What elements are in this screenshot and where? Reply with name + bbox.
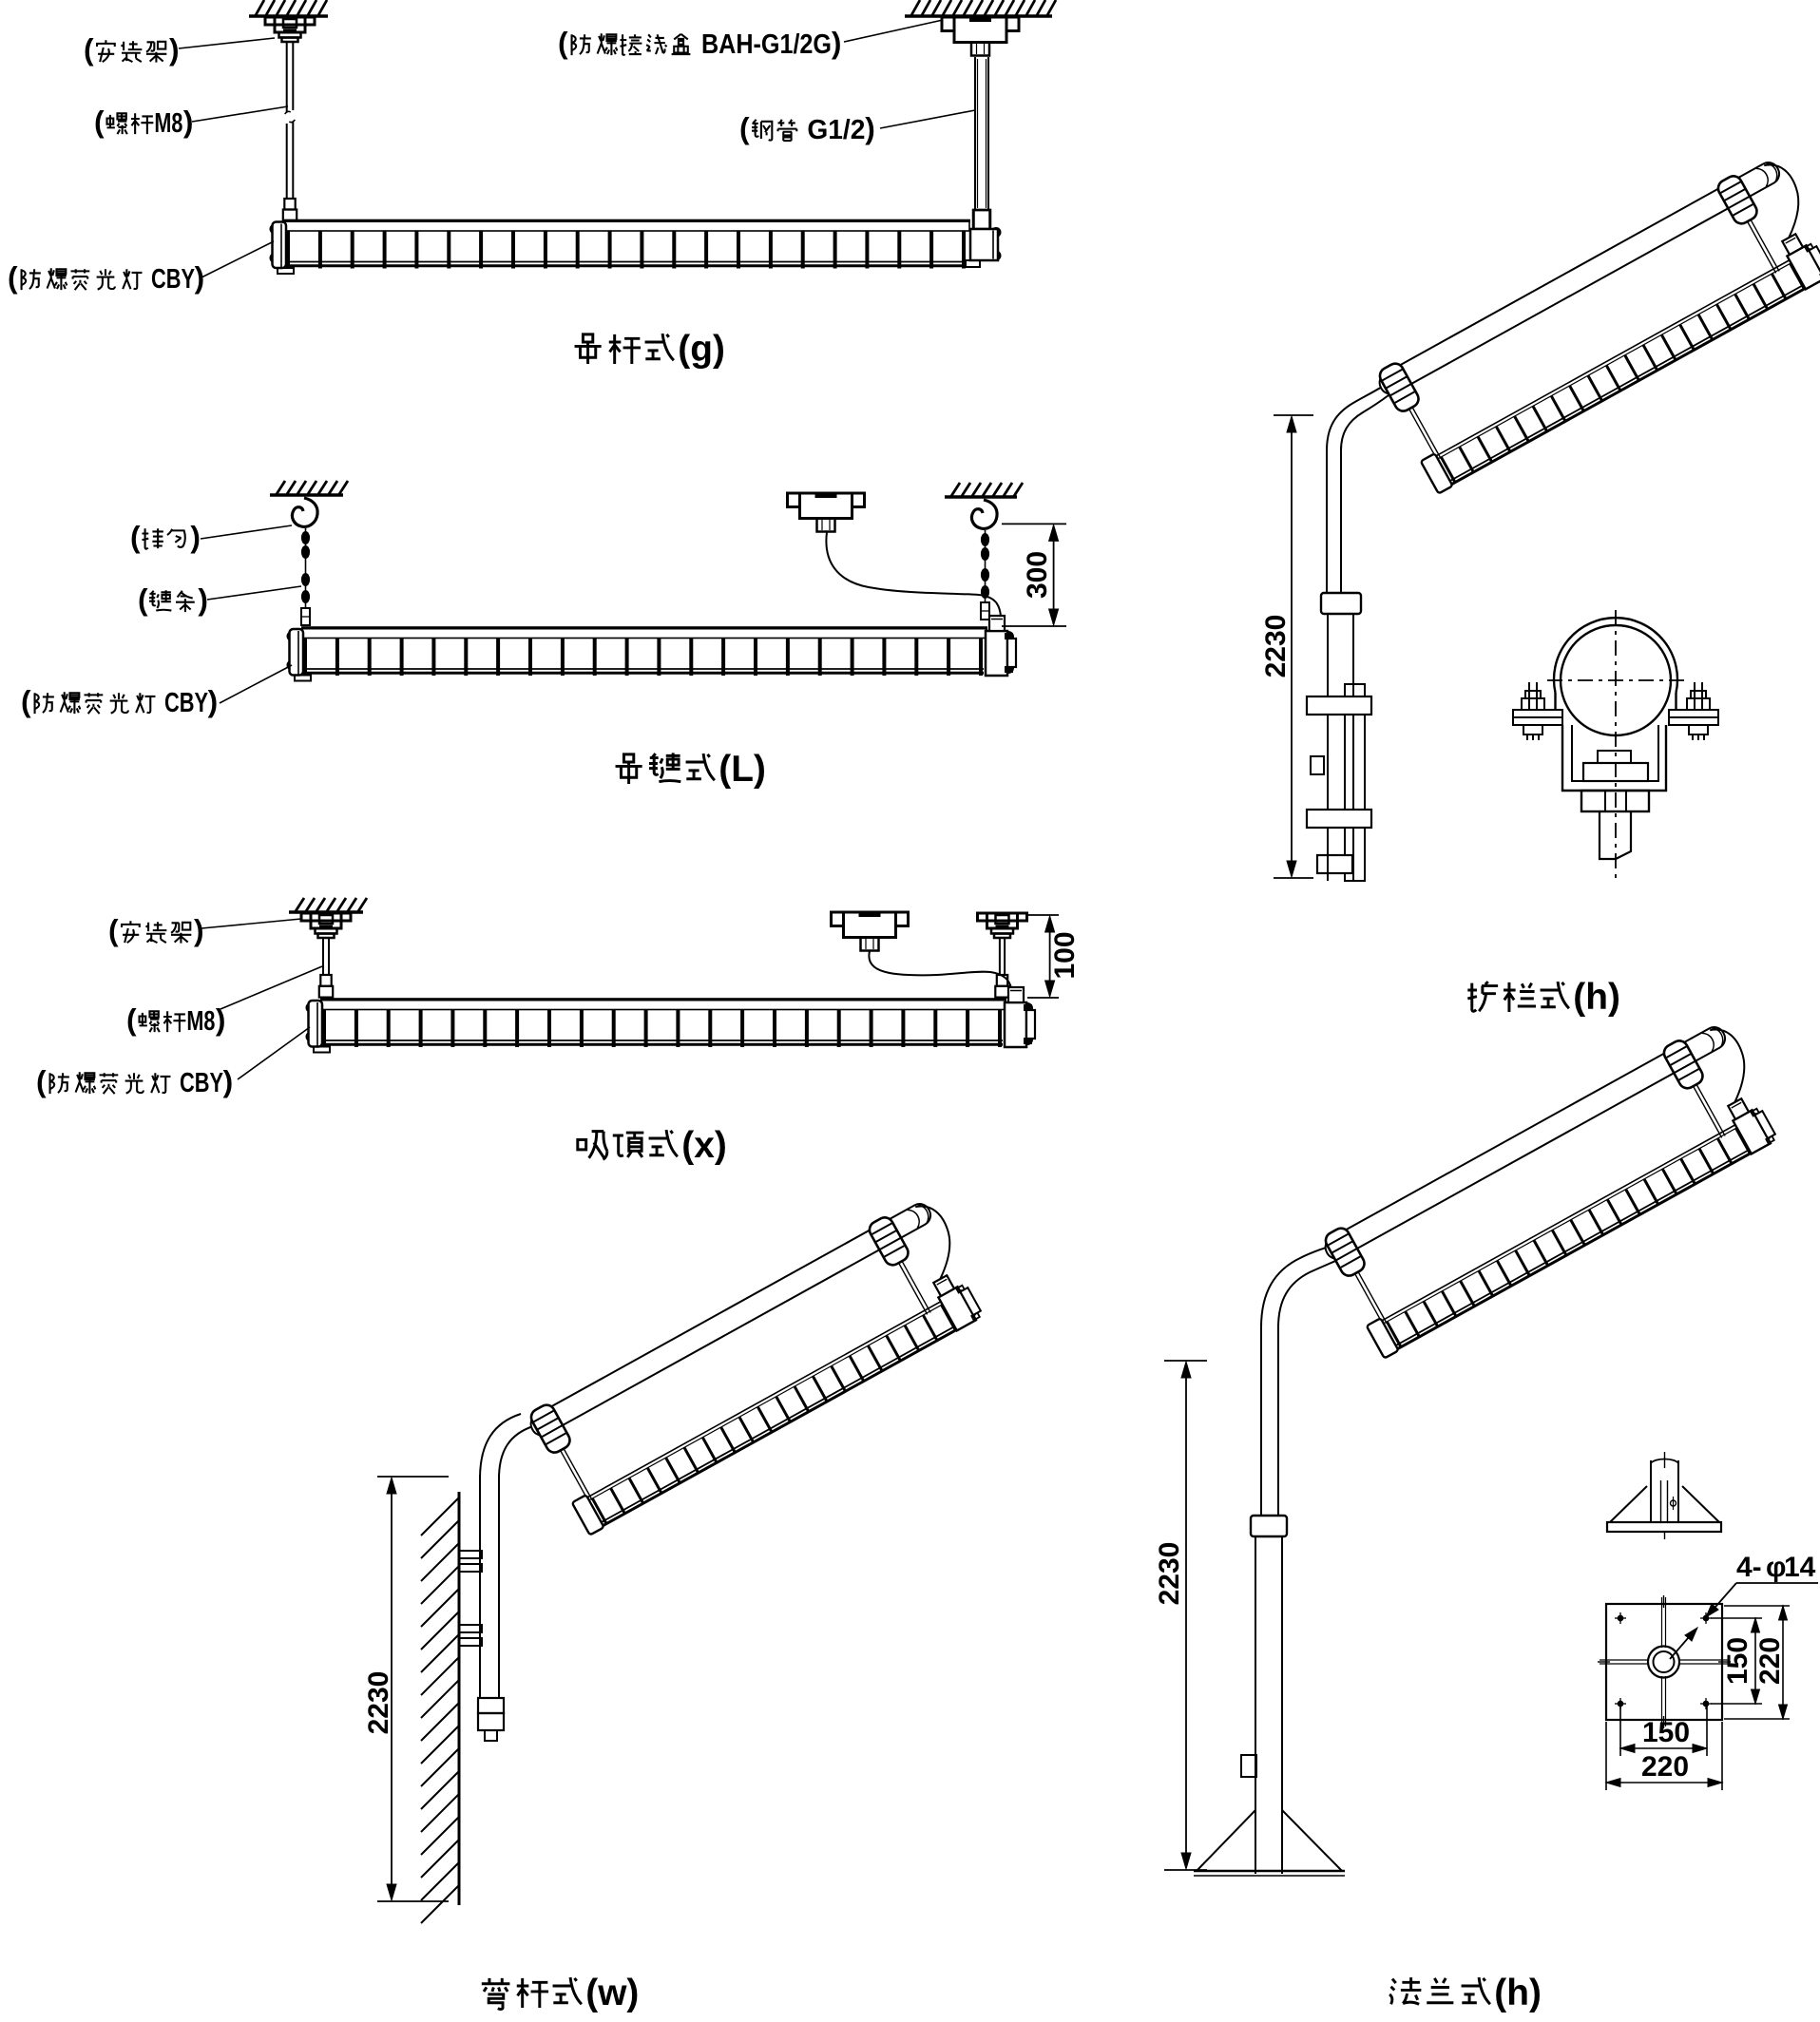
svg-text:300: 300	[1022, 551, 1053, 599]
svg-text:): )	[190, 520, 201, 554]
svg-text:150: 150	[1642, 1717, 1690, 1748]
svg-text:(g): (g)	[678, 329, 725, 370]
svg-text:(w): (w)	[585, 1973, 639, 2013]
svg-text:G1/2: G1/2	[807, 115, 865, 145]
svg-text:(: (	[130, 520, 141, 554]
svg-text:): )	[194, 913, 204, 947]
svg-text:(x): (x)	[681, 1125, 726, 1166]
svg-text:(: (	[558, 26, 568, 60]
svg-text:(: (	[21, 684, 31, 718]
svg-text:BAH-G1/2G: BAH-G1/2G	[701, 29, 832, 60]
svg-text:100: 100	[1049, 931, 1081, 979]
svg-text:): )	[183, 105, 194, 139]
svg-text:): )	[169, 32, 180, 67]
svg-text:(L): (L)	[718, 749, 766, 790]
svg-text:φ: φ	[1766, 1552, 1786, 1583]
svg-text:): )	[195, 260, 205, 295]
svg-text:4-: 4-	[1736, 1552, 1762, 1583]
svg-text:M8: M8	[154, 108, 182, 139]
svg-text:(: (	[126, 1002, 137, 1037]
svg-text:(: (	[108, 913, 119, 947]
svg-text:(: (	[739, 111, 750, 145]
svg-text:2230: 2230	[1154, 1542, 1185, 1606]
svg-text:(h): (h)	[1573, 977, 1620, 1018]
svg-text:): )	[223, 1064, 234, 1098]
svg-text:(: (	[84, 32, 94, 67]
svg-text:M8: M8	[186, 1006, 215, 1037]
svg-text:220: 220	[1641, 1751, 1689, 1783]
svg-text:14: 14	[1784, 1552, 1816, 1583]
svg-text:150: 150	[1722, 1637, 1753, 1685]
svg-text:(: (	[94, 105, 105, 139]
svg-text:(: (	[36, 1064, 47, 1098]
svg-text:): )	[865, 111, 875, 145]
svg-text:(: (	[138, 582, 148, 617]
svg-text:): )	[832, 26, 842, 60]
svg-text:2230: 2230	[363, 1671, 394, 1735]
svg-text:): )	[208, 684, 219, 718]
svg-text:): )	[198, 582, 208, 617]
svg-text:(: (	[8, 260, 18, 295]
svg-text:2230: 2230	[1260, 615, 1292, 678]
svg-text:CBY: CBY	[164, 688, 208, 718]
svg-text:(h): (h)	[1494, 1973, 1542, 2013]
svg-text:CBY: CBY	[151, 264, 195, 295]
svg-text:CBY: CBY	[180, 1068, 223, 1098]
svg-text:220: 220	[1754, 1637, 1786, 1685]
svg-text:): )	[216, 1002, 226, 1037]
